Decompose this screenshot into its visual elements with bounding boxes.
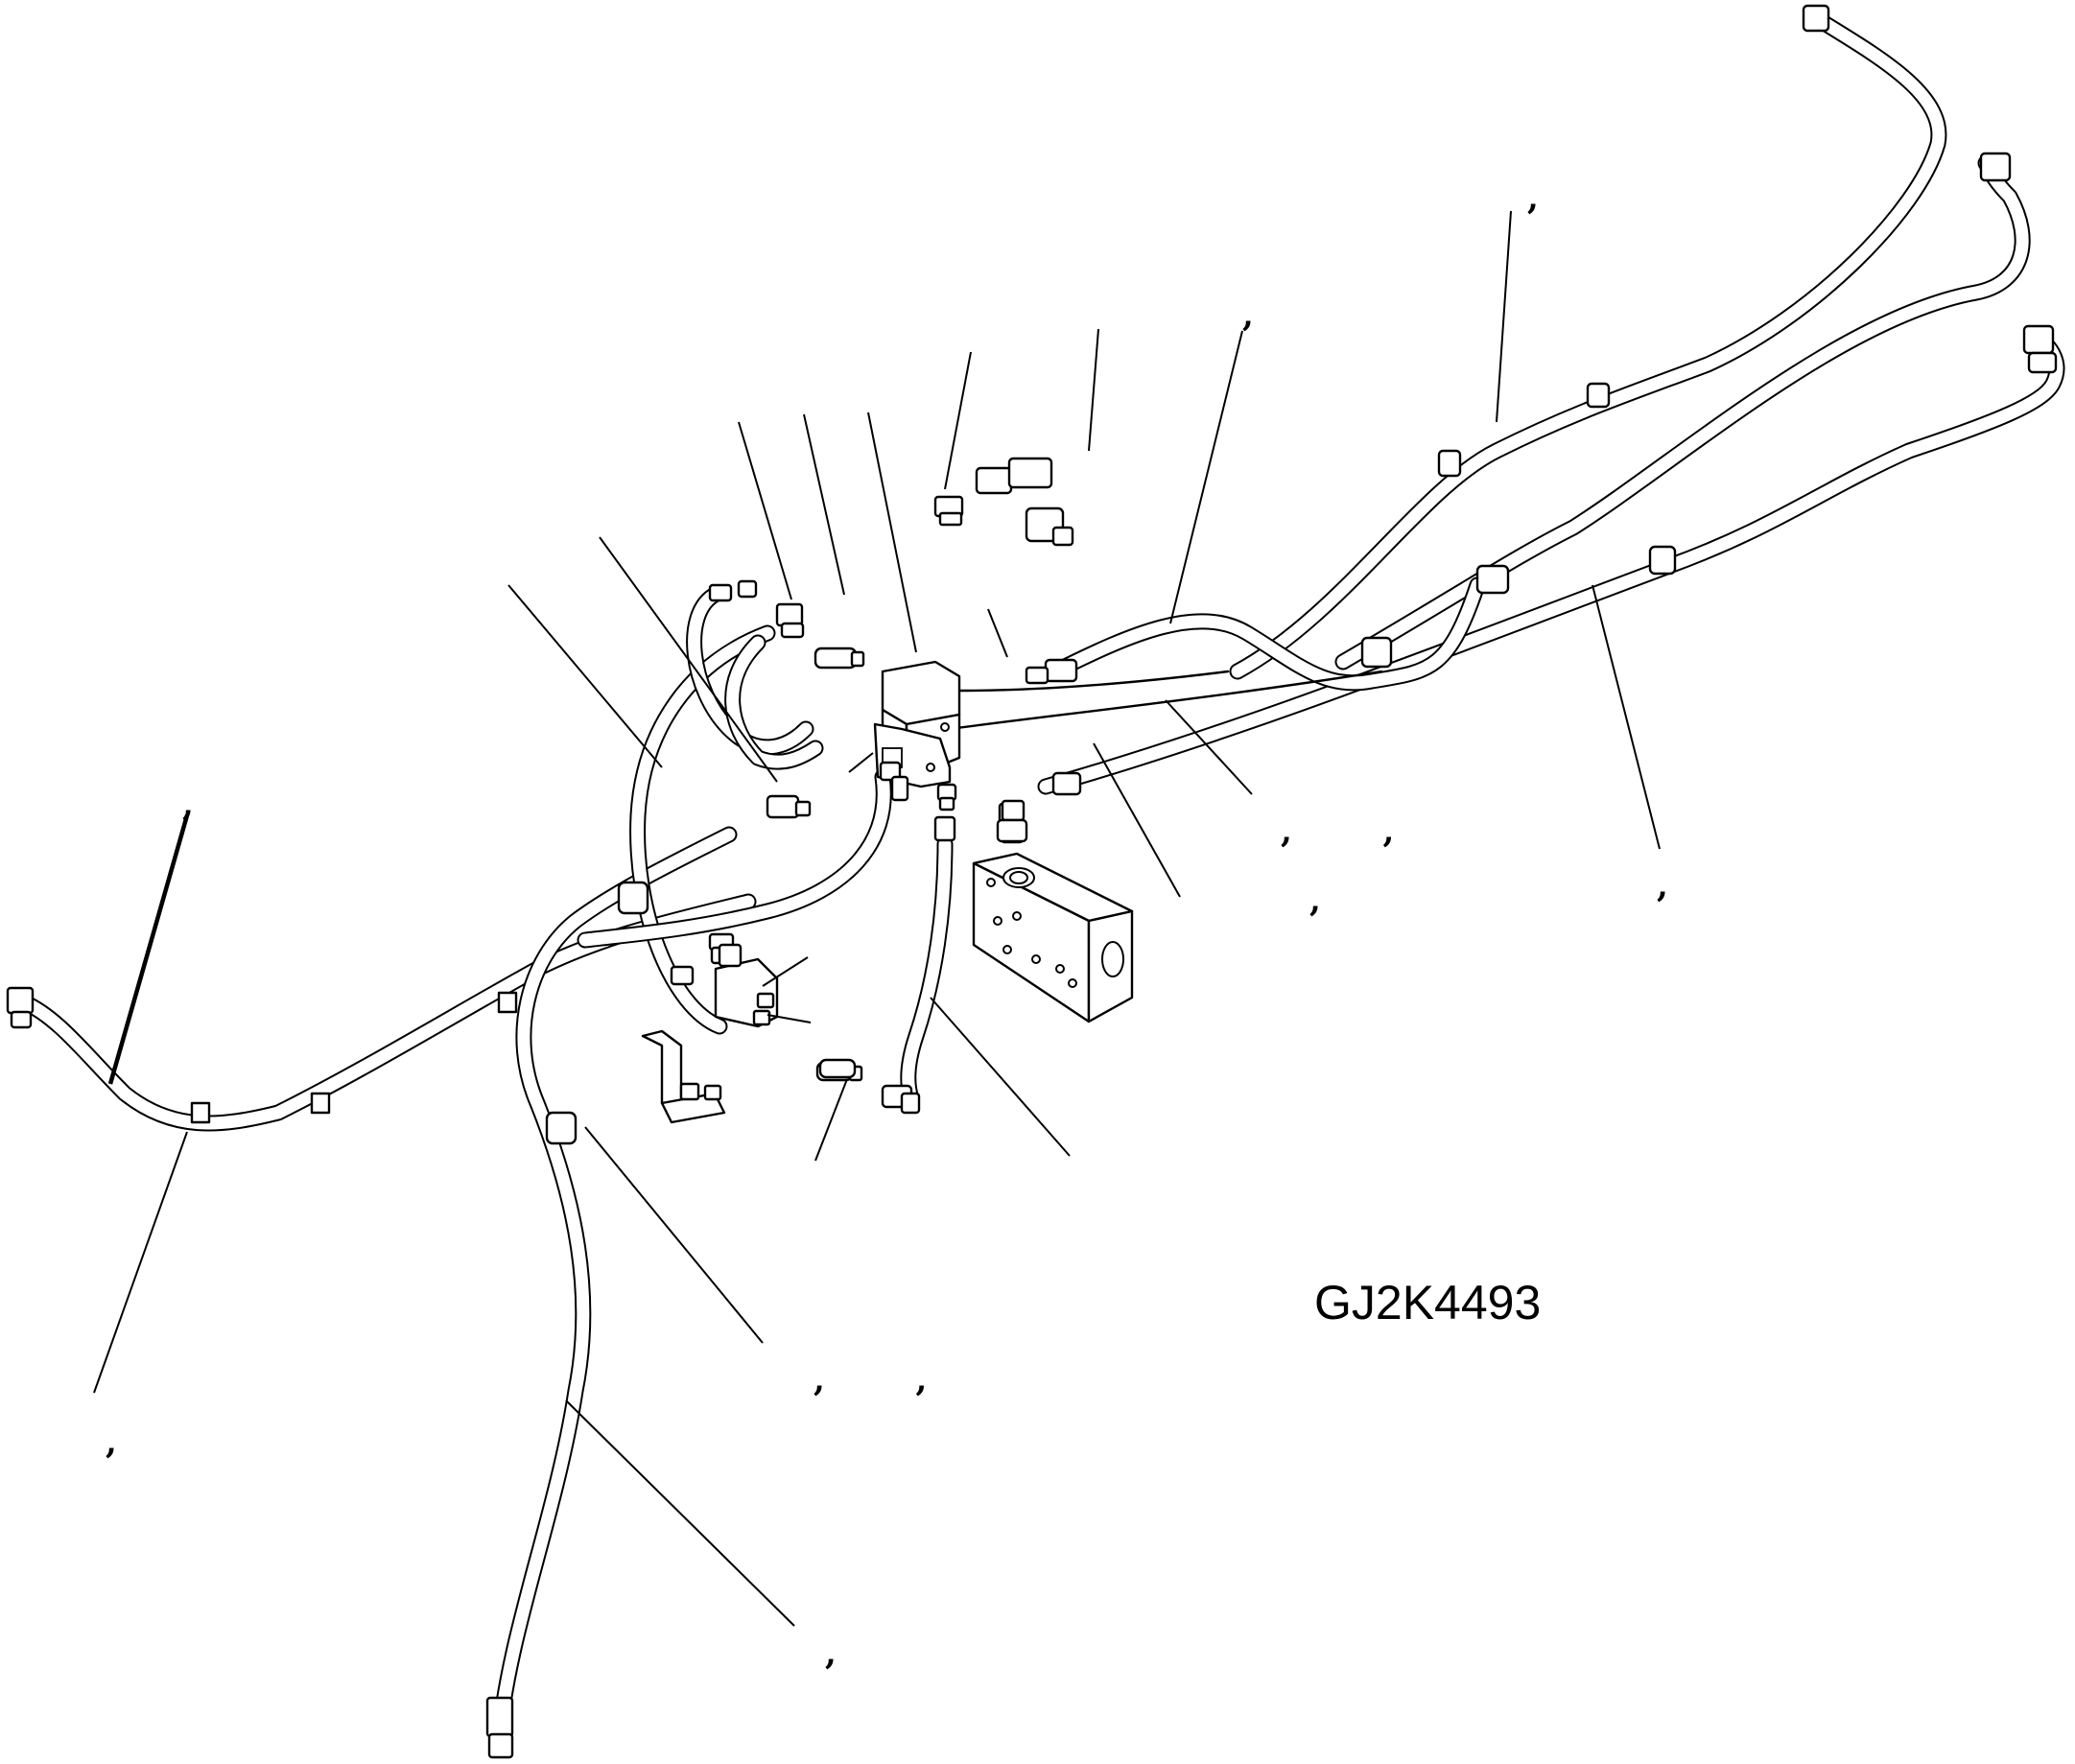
plug-fitting [818,1058,857,1079]
callout-labels: , , , , , , , , , , , GJ2K4493 [106,179,1668,1673]
fitting-right-of-valve [1025,658,1078,685]
manifold-block [972,799,1134,1023]
clamp [545,1111,578,1145]
leader-line [507,584,663,768]
leader-line [1592,584,1661,850]
hose-end-fitting-bottom [485,1696,514,1759]
hose-upper-right-2 [1334,154,2031,670]
hose-thin-right [948,670,1383,731]
leader-line [584,1126,764,1344]
hose-end-fitting-left [6,986,35,1029]
hose-thin-right-2 [957,670,1230,693]
elbow-upper [1025,506,1074,547]
hose-upper-loop-2 [724,634,824,770]
clamp [1360,636,1393,669]
callout-label: , [106,1423,117,1462]
adapter-left-2 [708,579,758,602]
callout-label: , , [1281,812,1394,851]
elbow-bottom [881,1084,921,1115]
callout-label: , , [813,1361,927,1399]
callout-label: , [1309,882,1321,920]
clamp [1475,564,1510,595]
clamp [1648,545,1677,576]
leader-line [1165,699,1253,795]
hose-bottom-long [490,826,738,1750]
callout-label: , [825,1635,837,1673]
leader-line [599,536,778,783]
adapter-mid [936,783,957,811]
leader-line [987,608,1008,658]
clamp [310,1092,331,1115]
leader-line [762,956,809,987]
clamp [497,991,518,1014]
leader-line [738,421,792,600]
leader-line [944,351,972,490]
clamp [190,1101,211,1124]
clamps [190,382,1677,1145]
clamp [1437,449,1462,478]
adapter-upper-1 [933,495,964,527]
leader-line [848,752,874,773]
mounting-bracket [641,1029,726,1124]
leader-line [803,413,845,596]
leader-line [814,1078,848,1162]
valve-block [873,660,961,802]
leader-line [107,814,190,1085]
hose-end-fitting-top-right-2 [1979,152,2012,182]
leader-lines [93,210,1661,1627]
callout-label: , [1527,179,1539,218]
leader-line [766,1014,812,1023]
callout-label: , [1242,296,1254,335]
hose-upper-loop [686,586,814,756]
fitting-lower-right-of-valve [1051,771,1082,796]
hoses [15,11,2065,1750]
hose-upper-right-3 [1037,327,2065,795]
callout-label: , [1657,867,1668,906]
leader-line [1169,330,1243,624]
leader-line [1093,742,1181,898]
leader-line [1496,210,1512,423]
hose-crossing [1047,576,1486,692]
hose-center-down [577,768,892,949]
leader-line [93,1131,188,1394]
adapter-left-1 [775,602,805,639]
leader-line [867,412,917,653]
adapter-upper-2 [975,457,1053,495]
check-valve [813,647,865,670]
adapter-mid-left [766,794,812,819]
leader-line [1088,328,1099,452]
hose-end-fitting-top-right-3 [2022,324,2058,374]
drawing-code: GJ2K4493 [1314,1276,1541,1329]
clamp [617,881,649,915]
callout-label: , [182,786,194,824]
adapter-mid-2 [933,815,956,842]
hose-vertical [900,835,954,1107]
leader-line [565,1399,795,1627]
hose-end-fitting-top-right-1 [1802,4,1830,33]
clamp [1586,382,1611,409]
hose-upper-right-1 [1229,11,1947,680]
leader-line [930,997,1071,1157]
